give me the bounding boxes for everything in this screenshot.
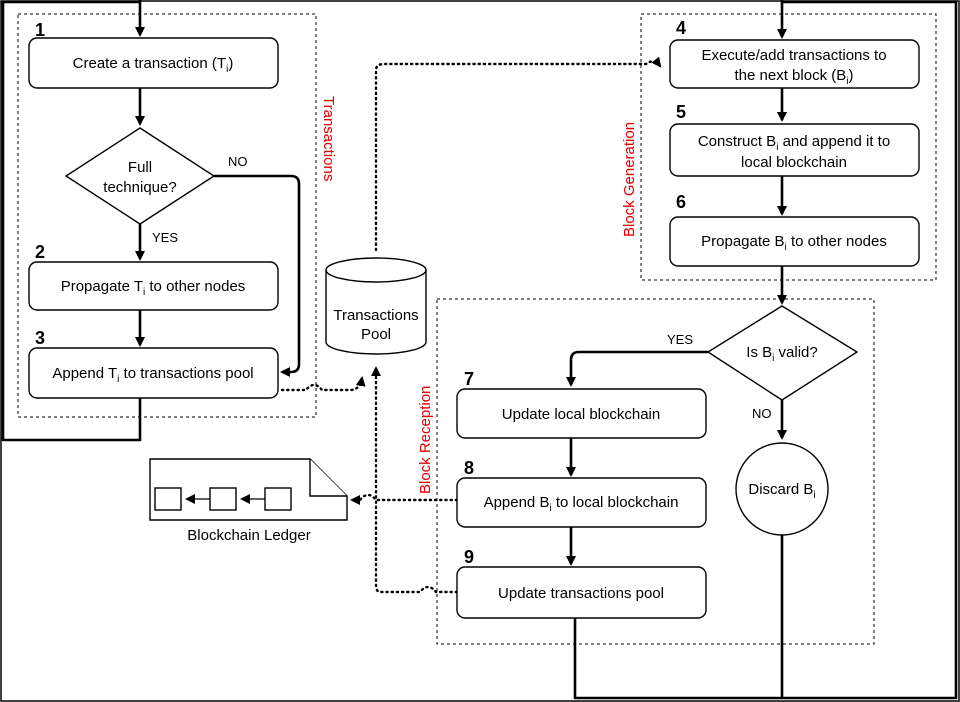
- step8-box: [456, 477, 707, 528]
- pool-line1: Transactions: [333, 307, 418, 324]
- step4-line2: the next block (Bi): [735, 67, 854, 87]
- edge-label-no1: NO: [228, 154, 248, 169]
- block-reception-group-label: Block Reception: [417, 386, 434, 494]
- transactions-group: [17, 13, 317, 418]
- step5-box: [669, 123, 920, 177]
- step6-box: [669, 216, 920, 267]
- step4-number: 4: [676, 18, 686, 38]
- full-technique-decision: [64, 127, 216, 225]
- step9-box: [456, 566, 707, 619]
- discard-circle: [735, 442, 829, 536]
- ledger-label: Blockchain Ledger: [187, 527, 310, 544]
- dotted-step8-to-ledger: [350, 493, 459, 505]
- step8-label: Append Bi to local blockchain: [484, 494, 679, 514]
- step4-box: [669, 39, 920, 89]
- transactions-group-label: Transactions: [320, 96, 337, 181]
- step9-label: Update transactions pool: [498, 585, 664, 602]
- step2-label: Propagate Ti to other nodes: [61, 278, 246, 298]
- arrow-yes-to-step7: [566, 350, 708, 387]
- step7-number: 7: [464, 369, 474, 389]
- arrow-no-to-step3: [214, 174, 301, 377]
- step3-box: [28, 347, 279, 399]
- block-generation-group-label: Block Generation: [621, 122, 638, 237]
- step3-label: Append Ti to transactions pool: [52, 365, 253, 385]
- step1-box: [28, 37, 279, 89]
- step7-label: Update local blockchain: [502, 406, 660, 423]
- step1-number: 1: [35, 20, 45, 40]
- step3-number: 3: [35, 328, 45, 348]
- decision1-line1: Full: [128, 159, 152, 176]
- dotted-step3-to-pool: [280, 376, 366, 392]
- discard-label: Discard Bi: [748, 481, 815, 501]
- loop-line-left: [1, 0, 142, 442]
- block-generation-group: [640, 13, 937, 281]
- step9-number: 9: [464, 547, 474, 567]
- decision2-label: Is Bi valid?: [746, 344, 817, 364]
- step5-number: 5: [676, 102, 686, 122]
- step5-line1: Construct Bi and append it to: [698, 133, 890, 153]
- step6-number: 6: [676, 192, 686, 212]
- dotted-step9-to-pool: [371, 366, 459, 594]
- edge-label-no2: NO: [752, 406, 772, 421]
- transactions-pool-database: [325, 257, 427, 355]
- step7-box: [456, 388, 707, 439]
- step2-number: 2: [35, 242, 45, 262]
- loop-line-right: [573, 0, 958, 700]
- block-valid-decision: [706, 305, 859, 401]
- step6-label: Propagate Bi to other nodes: [701, 233, 887, 253]
- edge-label-yes1: YES: [152, 230, 178, 245]
- step4-line1: Execute/add transactions to: [701, 47, 886, 64]
- pool-line2: Pool: [361, 326, 391, 343]
- block-reception-group: [436, 298, 875, 645]
- decision1-line2: technique?: [103, 179, 176, 196]
- edge-label-yes2: YES: [667, 332, 693, 347]
- step2-box: [28, 261, 279, 311]
- step8-number: 8: [464, 458, 474, 478]
- step1-label: Create a transaction (Ti): [73, 55, 234, 75]
- step5-line2: local blockchain: [741, 154, 847, 171]
- dotted-pool-to-step4: [374, 56, 662, 252]
- blockchain-ledger-document: [149, 458, 348, 521]
